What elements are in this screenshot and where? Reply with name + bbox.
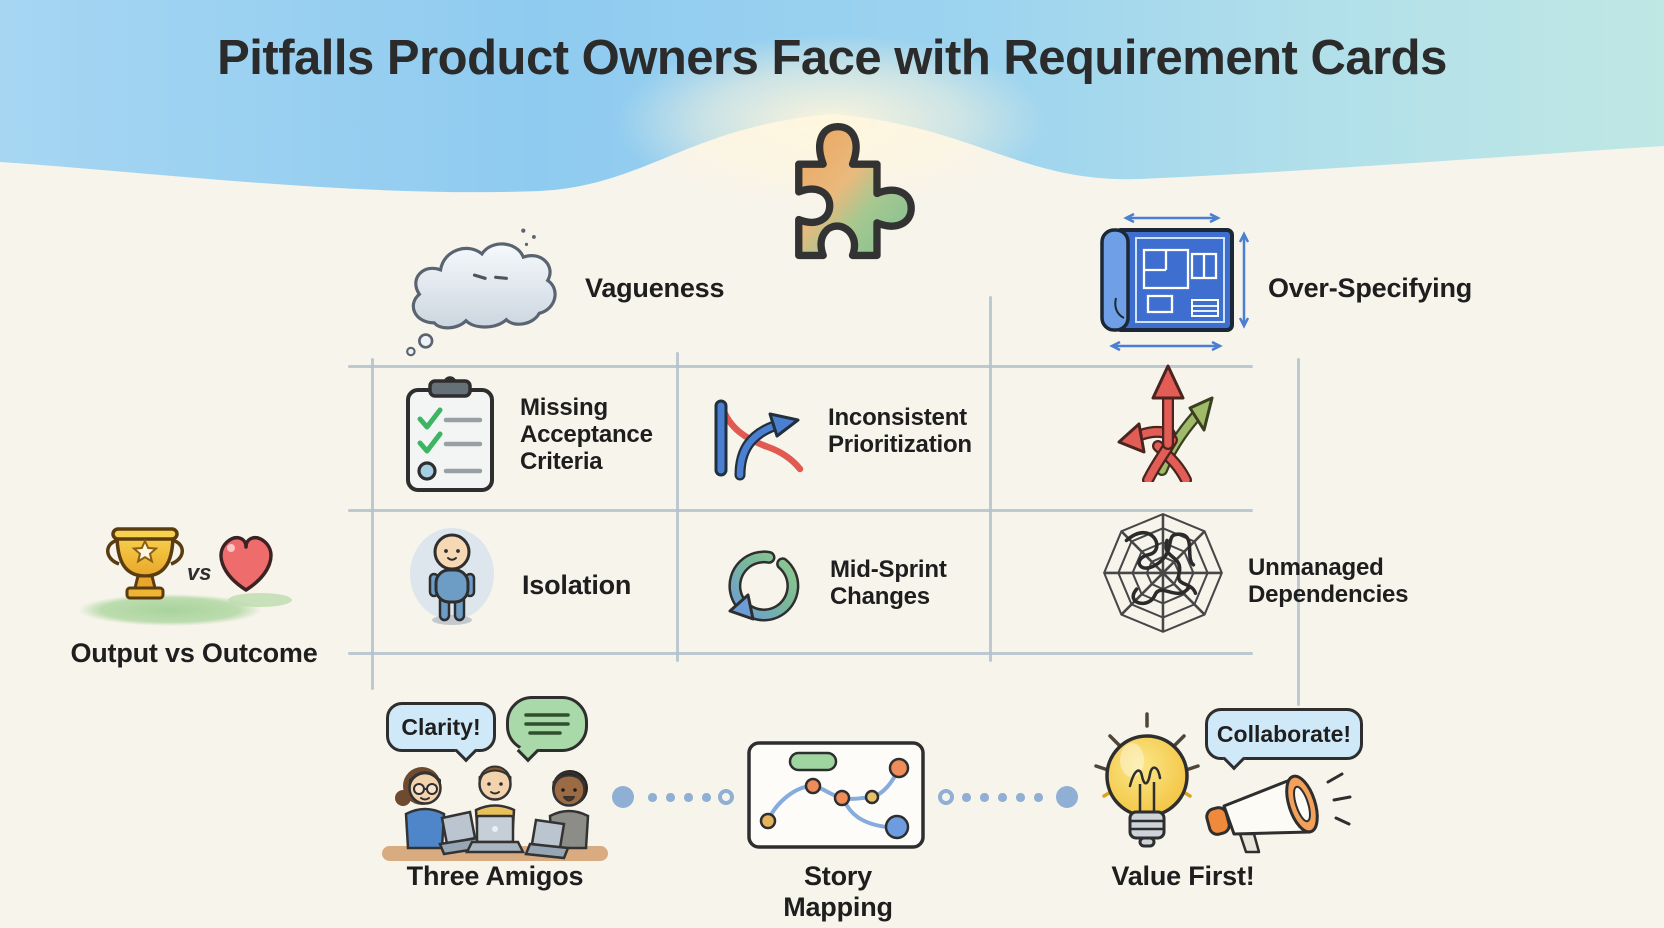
lightbulb-icon: [1094, 712, 1200, 848]
grid-hline-top: [348, 365, 1253, 368]
grid-vline-left: [371, 358, 374, 690]
shifting-priority-arrow-icon: [714, 399, 804, 481]
chat-lines-icon: [524, 713, 570, 735]
three-people-collaboration-icon: [382, 765, 608, 861]
checklist-clipboard-icon: [406, 376, 494, 492]
label-unmanaged-dependencies: Unmanaged Dependencies: [1248, 554, 1409, 609]
connector-left: [612, 786, 738, 810]
label-value-first: Value First!: [1111, 861, 1255, 891]
label-three-amigos: Three Amigos: [406, 861, 584, 891]
cycle-arrows-icon: [728, 550, 800, 622]
speech-bubble-clarity-text: Clarity!: [401, 713, 481, 740]
trophy-vs-heart-icon: vs: [78, 527, 292, 626]
puzzle-piece-icon: [795, 123, 915, 260]
label-missing-acceptance-criteria: Missing Acceptance Criteria: [520, 394, 653, 476]
storm-cloud-icon: [406, 228, 557, 357]
speech-bubble-collaborate: Collaborate!: [1205, 708, 1363, 771]
speech-bubble-clarity: Clarity!: [386, 702, 496, 763]
trophy-icon: [106, 527, 184, 600]
megaphone-icon: [1205, 772, 1352, 854]
story-map-board-icon: [747, 741, 925, 849]
label-vagueness: Vagueness: [585, 273, 725, 303]
grass-patch: [78, 594, 262, 626]
label-isolation: Isolation: [522, 570, 632, 600]
header-wave: [0, 0, 1664, 210]
diverging-arrows-icon: [1117, 364, 1214, 482]
blueprint-icon: [1100, 212, 1250, 352]
tangled-web-icon: [1103, 512, 1223, 633]
speech-bubble-collaborate-text: Collaborate!: [1216, 720, 1352, 747]
three-amigos-group: Clarity!: [382, 694, 608, 866]
value-first-group: Collaborate!: [1085, 700, 1377, 862]
label-story-mapping: Story Mapping: [783, 861, 893, 922]
connector-right: [938, 786, 1082, 810]
grid-hline-bottom: [348, 652, 1253, 655]
label-inconsistent-prioritization: Inconsistent Prioritization: [828, 404, 972, 459]
grid-hline-mid: [348, 509, 1253, 512]
vs-text: vs: [187, 560, 211, 585]
label-output-vs-outcome: Output vs Outcome: [70, 638, 318, 668]
grid-vline-mid1: [676, 352, 679, 662]
label-mid-sprint-changes: Mid-Sprint Changes: [830, 556, 947, 611]
page-title: Pitfalls Product Owners Face with Requir…: [217, 31, 1447, 85]
chat-bubble-icon: [506, 696, 588, 763]
heart-icon: [219, 535, 273, 592]
grid-vline-right: [1297, 358, 1300, 706]
lone-person-icon: [410, 528, 494, 625]
label-over-specifying: Over-Specifying: [1268, 273, 1473, 303]
grid-vline-mid2: [989, 296, 992, 662]
